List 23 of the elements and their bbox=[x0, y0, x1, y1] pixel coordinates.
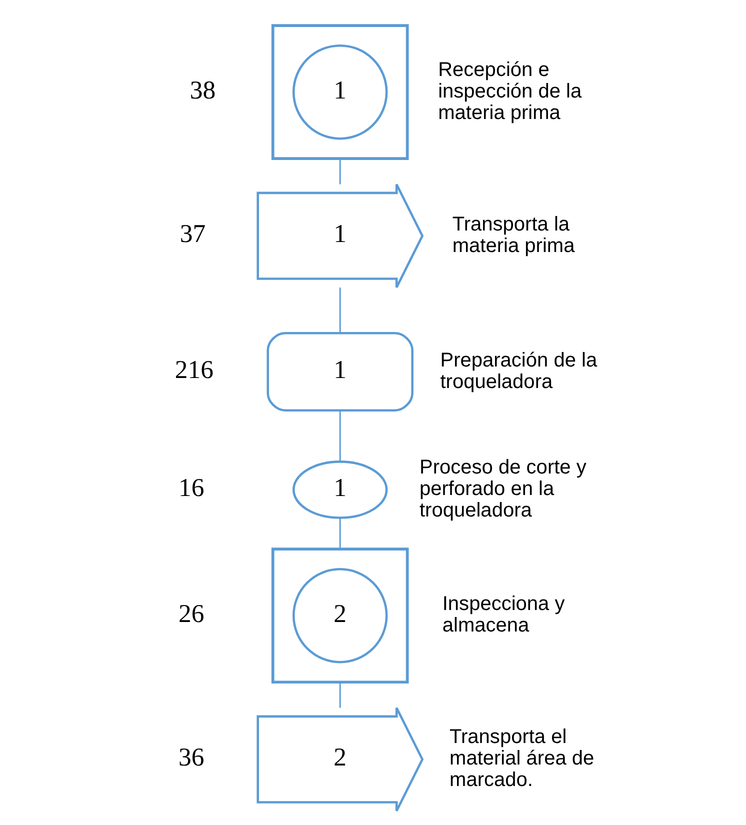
node-label: 16 bbox=[178, 473, 204, 502]
node-circle: 1 bbox=[292, 44, 388, 140]
connector bbox=[339, 682, 341, 708]
connector bbox=[339, 518, 341, 550]
cluster bbox=[271, 548, 409, 684]
connector bbox=[339, 410, 341, 462]
connector bbox=[339, 288, 341, 333]
node-label: 36 bbox=[178, 742, 204, 772]
node-label: 37 bbox=[180, 219, 206, 248]
node-box: 1 bbox=[266, 332, 414, 412]
connector bbox=[339, 158, 341, 184]
node-label: Transporta el material área de marcado. bbox=[450, 726, 594, 792]
node-ellipse: 1 bbox=[292, 460, 388, 519]
node-label: 216 bbox=[174, 355, 214, 384]
node-label: Proceso de corte y perforado en la troqueladora bbox=[419, 456, 586, 522]
node-label: Preparación de la troqueladora bbox=[440, 349, 598, 393]
node-label: Transporta la materia prima bbox=[452, 213, 575, 257]
node-label: 38 bbox=[190, 75, 216, 104]
node-label: Inspecciona y almacena bbox=[442, 593, 565, 637]
node-circle: 2 bbox=[292, 568, 388, 664]
node-label: 26 bbox=[178, 598, 204, 628]
node-label: Recepción e inspección de la materia prima bbox=[438, 58, 582, 124]
cluster bbox=[271, 24, 409, 160]
